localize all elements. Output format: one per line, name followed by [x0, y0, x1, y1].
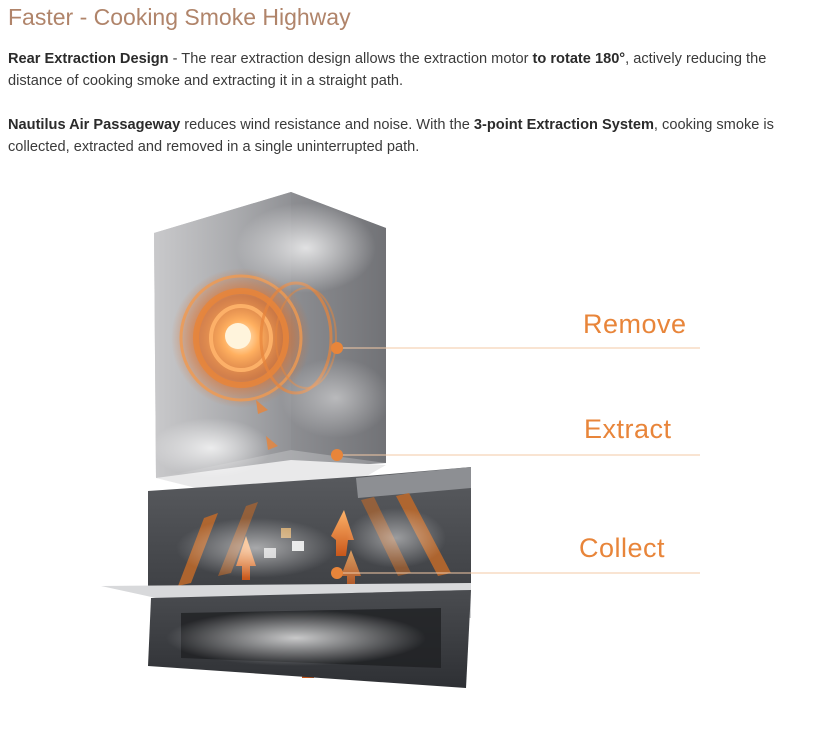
rotate-180-highlight: to rotate 180°	[532, 51, 626, 67]
rear-extraction-paragraph: Rear Extraction Design - The rear extrac…	[8, 48, 808, 92]
rear-extraction-text-1: - The rear extraction design allows the …	[168, 51, 533, 67]
collect-label: Collect	[579, 533, 666, 563]
range-hood-illustration	[101, 192, 471, 688]
remove-label: Remove	[583, 309, 687, 339]
rear-extraction-heading: Rear Extraction Design	[8, 51, 169, 67]
extract-label: Extract	[584, 414, 672, 444]
page-title: Faster - Cooking Smoke Highway	[8, 4, 351, 30]
rear-extraction-text-2: , actively reducing the distance of cook…	[8, 51, 767, 89]
three-point-highlight: 3-point Extraction System	[473, 117, 654, 133]
nautilus-paragraph: Nautilus Air Passageway reduces wind res…	[8, 114, 808, 158]
nautilus-heading: Nautilus Air Passageway	[8, 117, 181, 133]
nautilus-text-2: , cooking smoke is collected, extracted …	[8, 117, 774, 155]
nautilus-text-1: reduces wind resistance and noise. With …	[180, 117, 474, 133]
